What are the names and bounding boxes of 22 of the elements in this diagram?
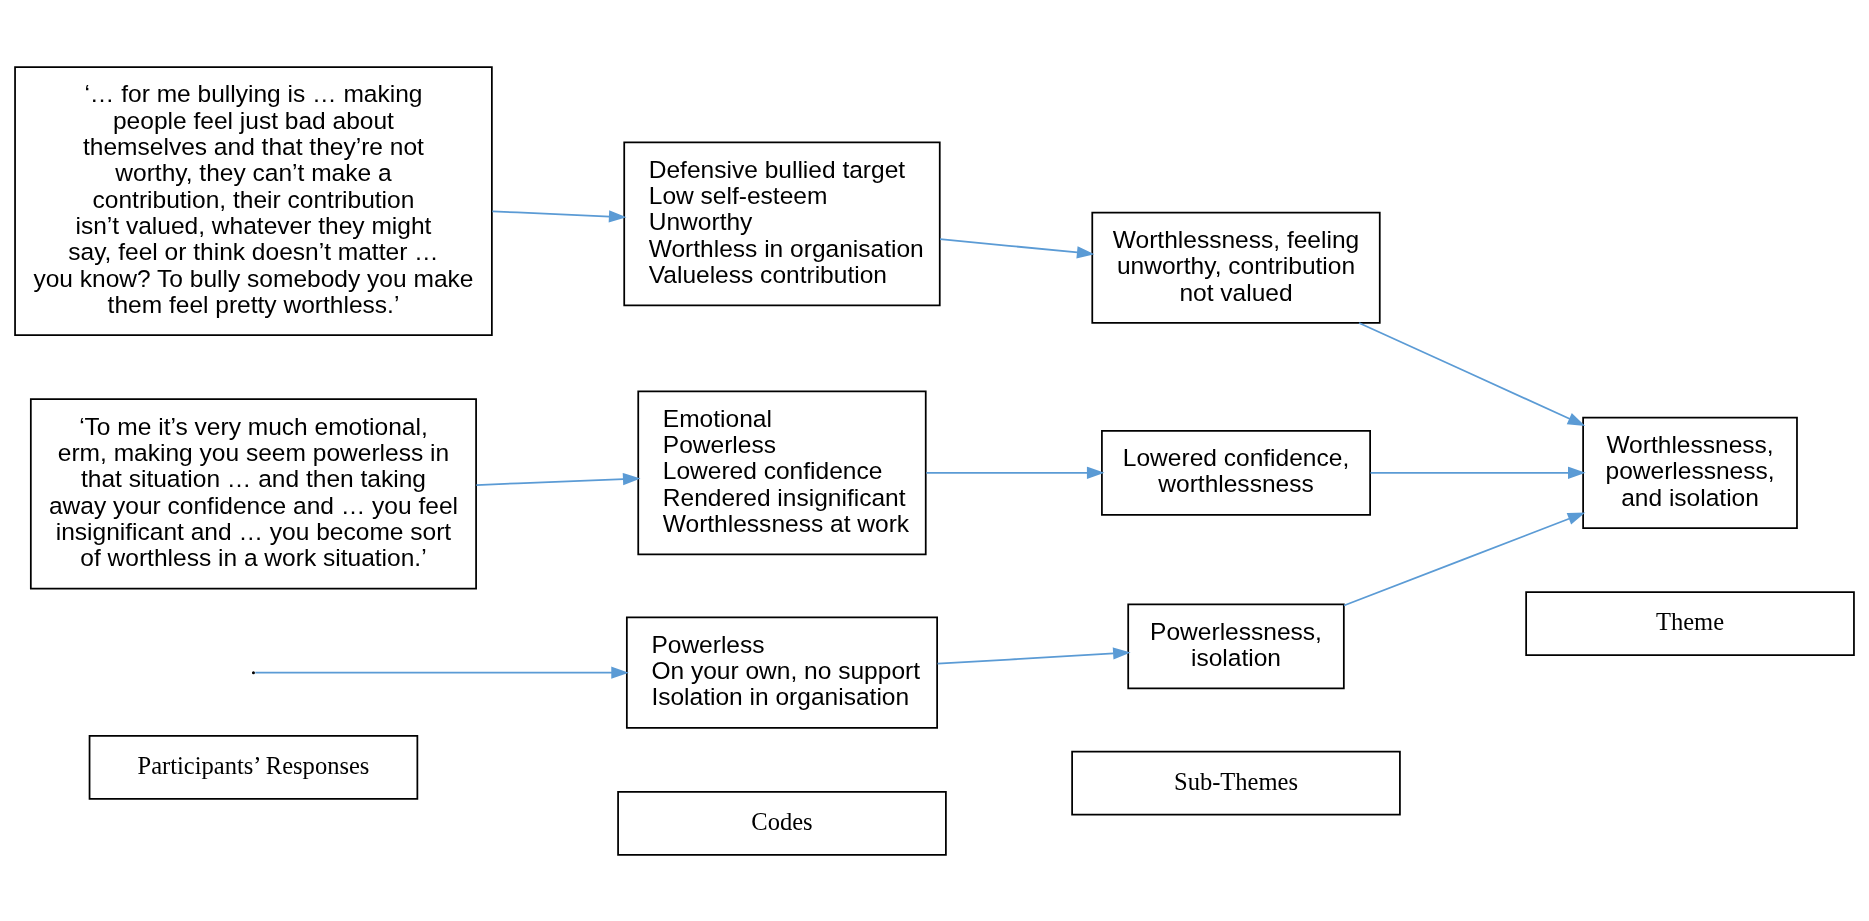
node-box: Participants’ Responses — [88, 734, 419, 800]
arrow — [254, 666, 629, 679]
node-box: Powerless On your own, no support Isolation in organisation — [625, 616, 938, 729]
node-box: ‘To me it’s very much emotional, erm, making you seem powerless in that situation … and then taking away your confidence and … you feel insignificant and … you become sort of worthless in a work situation.’ — [29, 397, 477, 589]
node-box: Sub-Themes — [1071, 750, 1401, 816]
node-box: Codes — [617, 790, 947, 856]
arrow — [1343, 512, 1586, 606]
node-box: ‘… for me bullying is … making people feel just bad about themselves and that they’re not worthy, they can’t make a contribution, their contribution isn’t valued, whatever they might say, feel or think doesn’t matter … you know? To bully somebody you make them feel pretty worthless.’ — [14, 65, 493, 336]
arrow — [925, 466, 1105, 479]
arrow — [475, 472, 641, 486]
arrow — [1369, 466, 1586, 479]
node-box: Lowered confidence, worthlessness — [1101, 429, 1371, 516]
node-box: Defensive bullied target Low self-esteem Unworthy Worthless in organisation Valueless contribution — [623, 141, 941, 306]
node-box: Emotional Powerless Lowered confidence Rendered insignificant Worthlessness at work — [637, 389, 927, 555]
node-box: Powerlessness, isolation — [1127, 602, 1345, 689]
arrow — [939, 237, 1095, 259]
node-box: Worthlessness, feeling unworthy, contribution not valued — [1091, 211, 1381, 324]
node-box: Worthlessness, powerlessness, and isolation — [1582, 416, 1798, 529]
arrow — [491, 209, 627, 223]
arrow — [1358, 321, 1586, 426]
arrow — [936, 646, 1131, 665]
node-box: Theme — [1525, 590, 1855, 656]
